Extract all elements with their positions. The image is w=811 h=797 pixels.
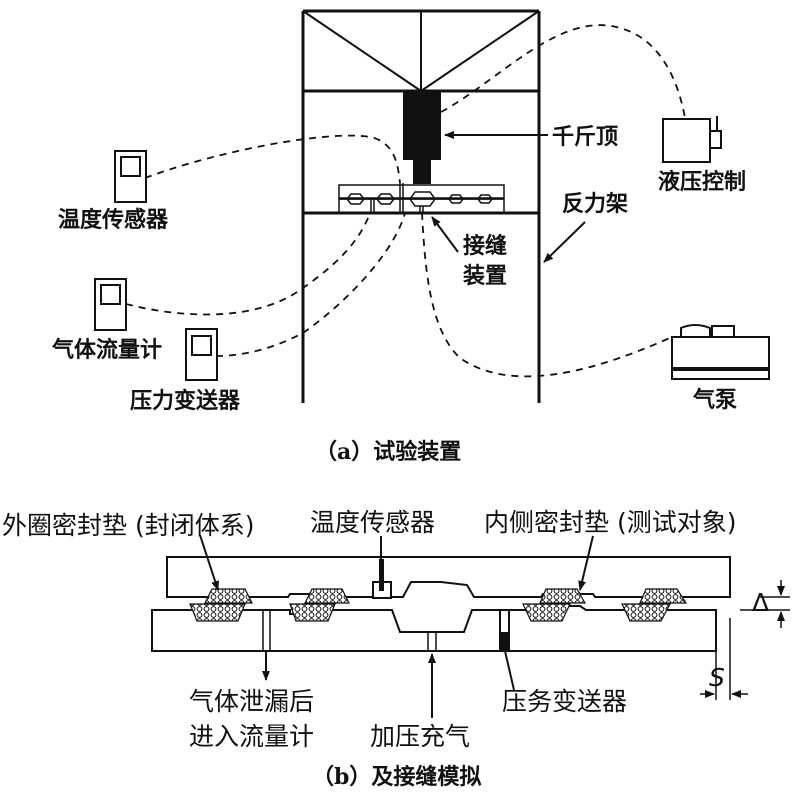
- leak-label-1: 气体泄漏后: [189, 687, 314, 716]
- gap-dimension: S Δ: [700, 580, 790, 700]
- outer-gasket: [189, 603, 246, 622]
- pressure-transmitter-port: [499, 609, 510, 652]
- inner-gasket: [639, 588, 688, 604]
- inner-gasket: [539, 588, 587, 604]
- upper-plate: [166, 556, 731, 598]
- inflation-channel: [427, 632, 437, 651]
- air-pump-device: [671, 324, 770, 380]
- pressure-transmitter-label-b: 压务变送器: [502, 687, 627, 716]
- hydraulic-control-device: [662, 116, 722, 163]
- jack-label: 千斤顶: [552, 124, 618, 150]
- pressure-transmitter-device: [185, 328, 218, 381]
- pressure-transmitter-label: 压力变送器: [130, 388, 241, 414]
- panel-b: S Δ 外圈密封垫 (封闭体系) 温度传感器 内侧密封垫 (测试对象) 气体泄漏…: [2, 508, 790, 790]
- leak-label-2: 进入流量计: [189, 722, 314, 751]
- outer-gasket: [289, 603, 336, 622]
- inner-gasket: [621, 603, 671, 622]
- pressurize-label: 加压充气: [370, 722, 470, 751]
- inner-gasket-label: 内侧密封垫 (测试对象): [484, 508, 736, 537]
- temperature-sensor-label: 温度传感器: [58, 207, 169, 233]
- outer-gasket: [204, 588, 253, 604]
- temperature-sensor-label-b: 温度传感器: [310, 508, 435, 537]
- jack: [403, 92, 441, 184]
- gas-flowmeter-label: 气体流量计: [51, 337, 162, 363]
- gas-flowmeter-device: [94, 278, 127, 331]
- temperature-probe: [372, 559, 392, 599]
- pressure-transmitter-leader: [504, 650, 515, 691]
- inner-gasket: [522, 603, 571, 622]
- inner-gasket-arrow: [578, 535, 594, 591]
- outer-gasket-label: 外圈密封垫 (封闭体系): [2, 511, 254, 540]
- panel-b-caption: （b）及接缝模拟: [312, 764, 481, 790]
- air-pump-label: 气泵: [692, 387, 737, 413]
- dim-delta-label: Δ: [752, 588, 769, 617]
- panel-a: 千斤顶 液压控制 反力架 接缝 装置 温度传感器 气体流量计 压力变送器 气泵 …: [51, 9, 770, 465]
- reaction-frame-arrow: [543, 221, 586, 263]
- outer-gasket: [304, 588, 350, 604]
- hydraulic-control-label: 液压控制: [658, 169, 746, 195]
- reaction-frame-label: 反力架: [562, 191, 628, 217]
- panel-a-caption: （a）试验装置: [315, 439, 461, 465]
- temperature-sensor-device: [114, 150, 147, 203]
- dim-s-label: S: [709, 663, 725, 692]
- cables: [125, 24, 686, 378]
- leak-channel: [262, 610, 271, 651]
- joint-device-arrow: [431, 216, 459, 253]
- joint-device-label-2: 装置: [463, 263, 507, 289]
- outer-gasket-arrow: [199, 534, 220, 591]
- joint-device-label-1: 接缝: [463, 233, 507, 259]
- joint-device: [338, 183, 505, 214]
